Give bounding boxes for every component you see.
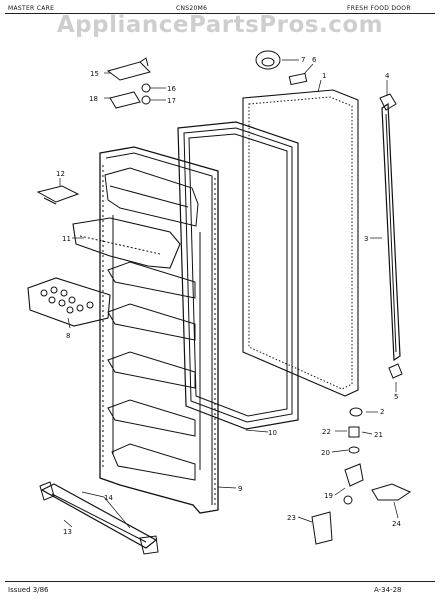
dairy-door-hinge xyxy=(36,185,80,205)
header-section: FRESH FOOD DOOR xyxy=(347,5,411,12)
door-gasket xyxy=(177,121,299,430)
door-handle xyxy=(381,102,401,362)
callout-23: 23 xyxy=(287,514,296,522)
callout-6: 6 xyxy=(312,56,317,64)
dairy-compartment-door xyxy=(72,217,181,269)
lower-hinge-pin-set xyxy=(311,426,412,545)
callout-2: 2 xyxy=(380,408,384,416)
header-rule xyxy=(5,13,435,14)
issued-date: Issued 3/86 xyxy=(8,586,49,594)
callout-1: 1 xyxy=(322,72,326,80)
callout-11: 11 xyxy=(62,235,71,243)
callout-18: 18 xyxy=(89,95,98,103)
callout-24: 24 xyxy=(392,520,401,528)
footer-rule xyxy=(5,581,435,582)
upper-hinge xyxy=(106,57,151,81)
callout-5: 5 xyxy=(394,393,398,401)
handle-bottom-cap xyxy=(388,363,403,379)
door-cam xyxy=(255,50,281,70)
callout-15: 15 xyxy=(90,70,99,78)
callout-4: 4 xyxy=(385,72,390,80)
header-brand: MASTER CARE xyxy=(8,5,55,12)
watermark: AppliancePartsPros.com xyxy=(56,12,384,38)
hinge-bushing xyxy=(141,83,151,93)
header-model: CNS20M6 xyxy=(176,5,208,12)
callout-20: 20 xyxy=(321,449,330,457)
leader-lines xyxy=(59,59,399,529)
callout-12: 12 xyxy=(56,170,65,178)
plug-button xyxy=(288,72,308,86)
hinge-washer xyxy=(141,95,151,105)
callout-17: 17 xyxy=(167,97,176,105)
callout-7: 7 xyxy=(301,56,305,64)
door-stop-nut xyxy=(349,407,363,417)
door-liner xyxy=(99,146,219,514)
callout-19: 19 xyxy=(324,492,333,500)
page-code: A-34-28 xyxy=(374,586,402,594)
callout-16: 16 xyxy=(167,85,176,93)
hinge-bracket xyxy=(109,91,141,109)
callout-numbers: 1 2 3 4 5 6 7 8 9 10 11 12 13 14 15 16 1… xyxy=(56,56,401,536)
callout-21: 21 xyxy=(374,431,383,439)
callout-22: 22 xyxy=(322,428,331,436)
door-bottom-trim xyxy=(39,481,159,555)
callout-3: 3 xyxy=(364,235,368,243)
egg-tray xyxy=(27,277,111,327)
callout-10: 10 xyxy=(268,429,277,437)
callout-14: 14 xyxy=(104,494,113,502)
callout-9: 9 xyxy=(238,485,242,493)
callout-8: 8 xyxy=(66,332,70,340)
door-outer-panel xyxy=(242,89,359,397)
callout-13: 13 xyxy=(63,528,72,536)
